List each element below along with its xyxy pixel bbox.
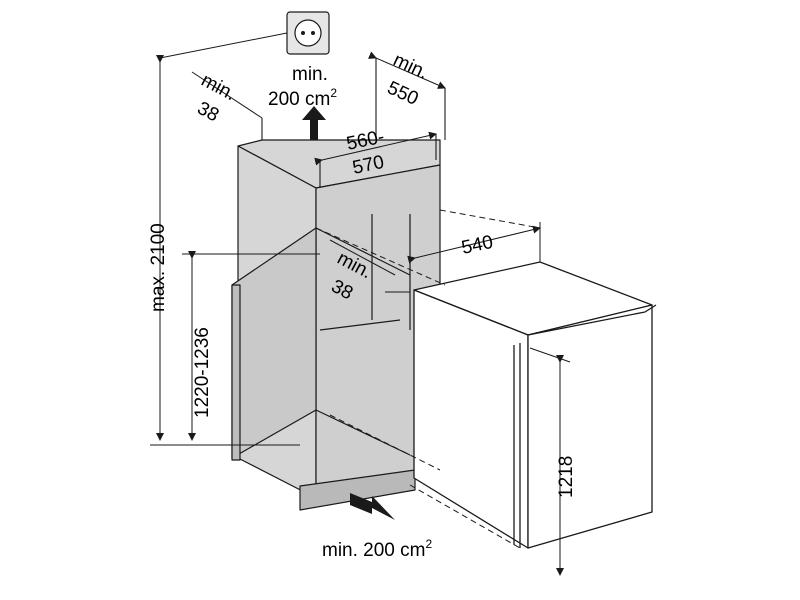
- vent-arrow-top: [302, 106, 326, 140]
- niche-height-label: 1220-1236: [192, 327, 213, 418]
- cabinet-inner-edge-top: [315, 227, 411, 276]
- projection-lines: [315, 209, 541, 549]
- back-gap-value-label: 38: [194, 98, 223, 126]
- appliance-door-top-lip: [527, 304, 657, 336]
- power-socket-icon: [286, 11, 330, 55]
- vent-top-area-label: 200 cm2: [268, 86, 337, 110]
- appliance-height-label: 1218: [556, 456, 577, 498]
- dimension-lines: [150, 32, 571, 576]
- vent-bottom-area-label: min. 200 cm2: [322, 537, 432, 561]
- vent-arrow-bottom: [350, 493, 395, 520]
- depth-value-label: 550: [384, 77, 422, 109]
- max-height-label: max. 2100: [148, 223, 169, 312]
- appliance-side: [413, 289, 529, 549]
- vent-top-min-label: min.: [292, 64, 328, 85]
- cabinet-base: [299, 469, 416, 511]
- cabinet: [231, 139, 441, 511]
- cabinet-door-edge: [231, 284, 241, 461]
- appliance-front: [527, 304, 653, 549]
- appliance: [413, 261, 657, 549]
- cabinet-shelf-line: [319, 319, 401, 331]
- appliance-depth-label: 540: [460, 232, 495, 259]
